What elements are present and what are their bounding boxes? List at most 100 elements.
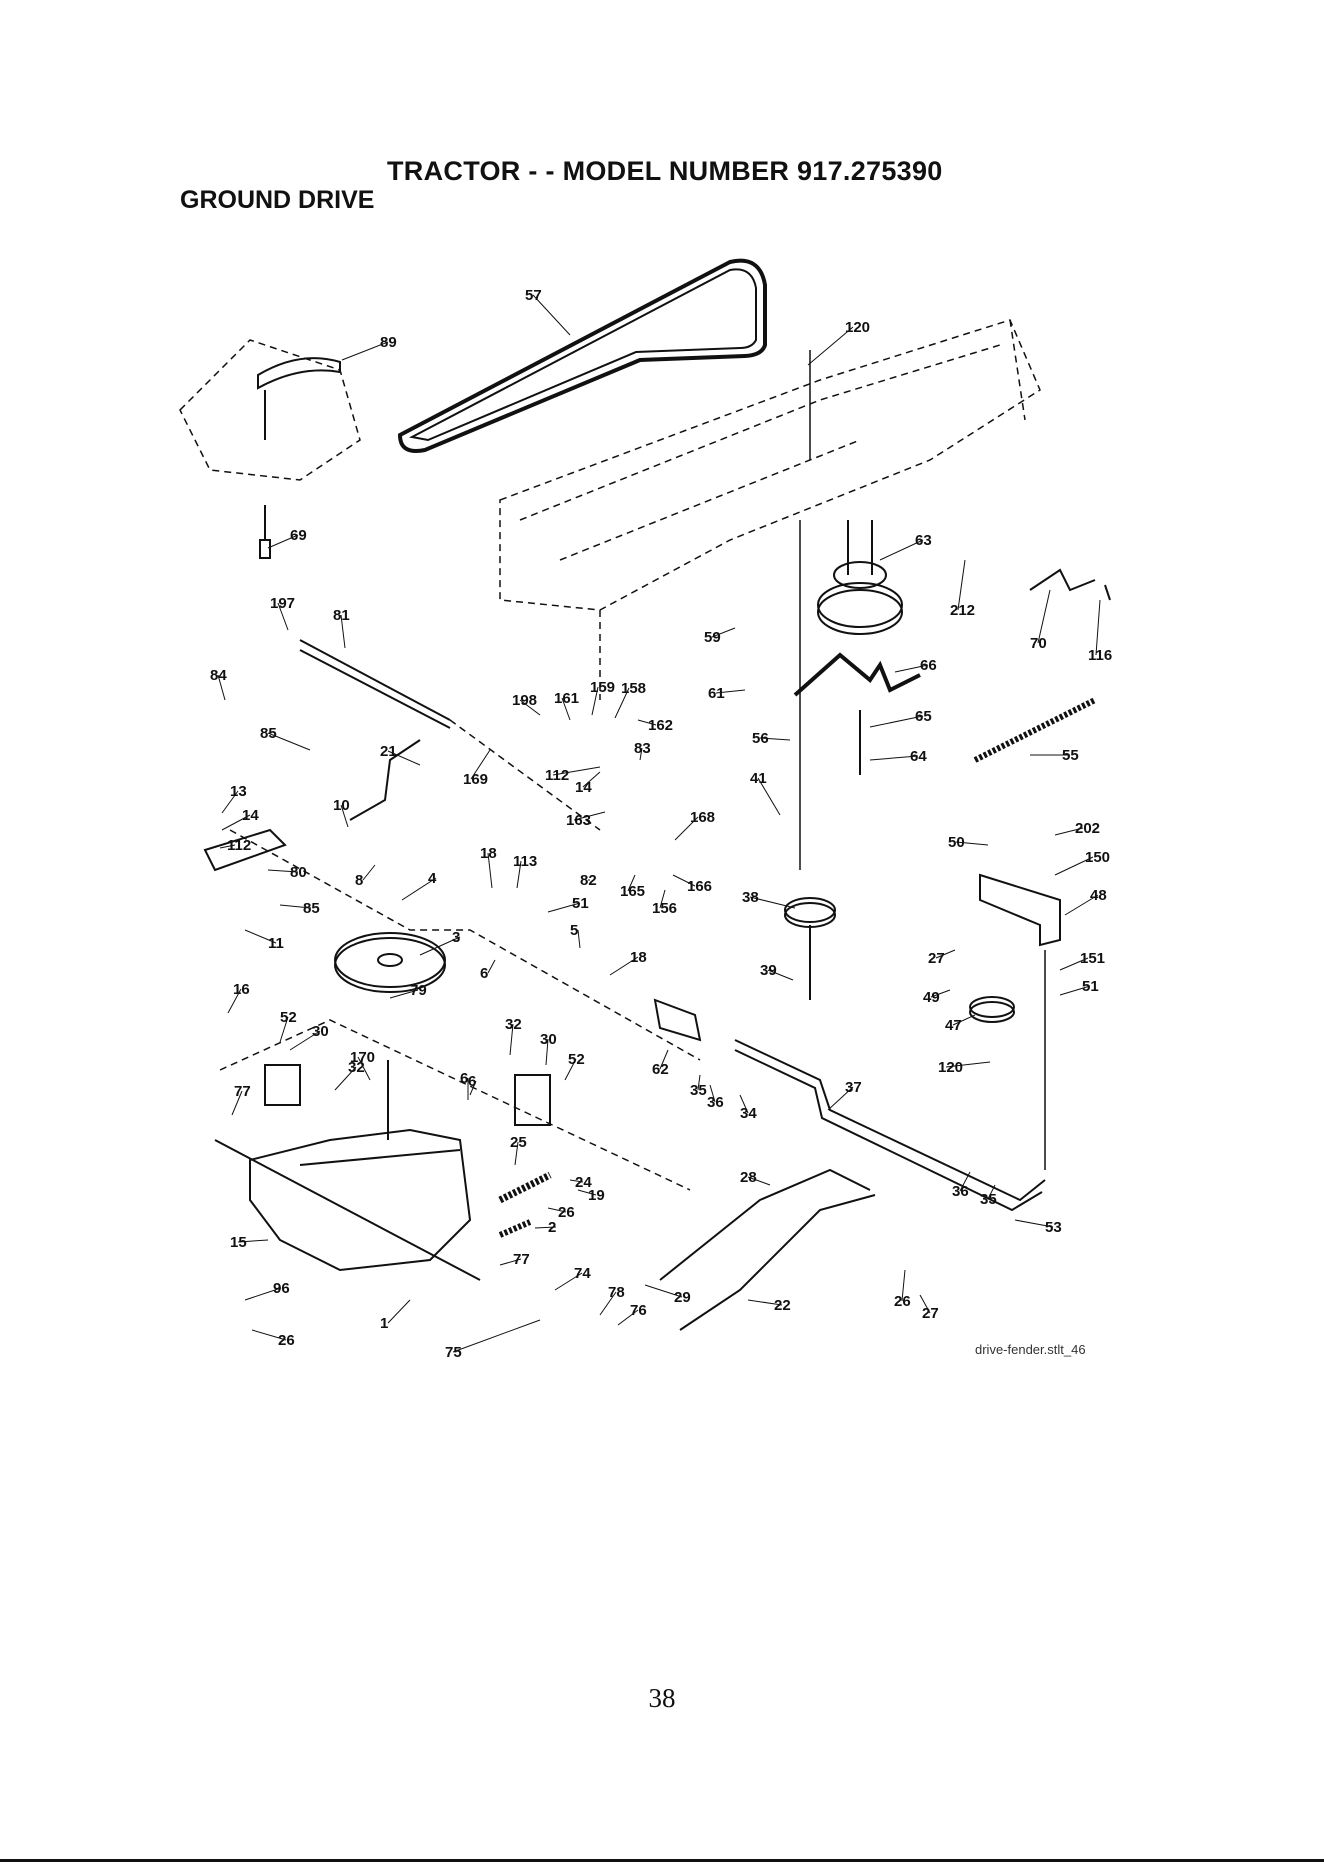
- callout-leader: [279, 904, 312, 909]
- callout-27: 27: [919, 1294, 939, 1322]
- callout-53: 53: [1014, 1219, 1062, 1236]
- callout-leader: [757, 777, 781, 816]
- callout-50: 50: [948, 834, 989, 851]
- callout-leader: [419, 936, 461, 956]
- callout-75: 75: [445, 1319, 541, 1361]
- part-34-rod: [734, 1039, 1046, 1212]
- part-number-label: 163: [566, 812, 591, 829]
- callout-158: 158: [614, 680, 646, 719]
- callout-66: 66: [894, 657, 937, 674]
- part-number-label: 19: [588, 1187, 605, 1204]
- callout-116: 116: [1088, 599, 1112, 664]
- callout-35: 35: [690, 1074, 707, 1099]
- callout-69: 69: [267, 527, 307, 549]
- callout-leader: [519, 699, 541, 716]
- callout-leader: [532, 294, 571, 336]
- callout-15: 15: [230, 1234, 269, 1251]
- part-number-label: 26: [894, 1293, 911, 1310]
- callout-leader: [945, 1061, 991, 1068]
- callout-6: 6: [480, 959, 496, 982]
- callout-112: 112: [219, 837, 251, 854]
- callout-leader: [221, 790, 239, 814]
- part-number-label: 85: [260, 725, 277, 742]
- part-number-label: 5: [570, 922, 578, 939]
- part-number-label: 18: [480, 845, 497, 862]
- part-number-label: 112: [545, 767, 569, 784]
- part-number-label: 120: [845, 319, 870, 336]
- callout-leader: [1095, 599, 1101, 656]
- callout-leader: [340, 804, 349, 828]
- part-number-label: 25: [510, 1134, 527, 1151]
- callout-leader: [499, 1258, 522, 1266]
- callout-198: 198: [512, 692, 541, 716]
- drawing-credit: drive-fender.stlt_46: [975, 1342, 1086, 1357]
- part-number-label: 83: [634, 740, 651, 757]
- part-number-label: 62: [652, 1061, 669, 1078]
- callout-35: 35: [980, 1184, 997, 1208]
- callout-leader: [644, 1284, 683, 1298]
- part-number-label: 77: [513, 1251, 530, 1268]
- callout-161: 161: [554, 690, 579, 721]
- part-number-label: 14: [242, 807, 259, 824]
- part-number-label: 165: [620, 883, 645, 900]
- part-number-label: 198: [512, 692, 537, 709]
- callout-165: 165: [620, 874, 645, 900]
- callout-25: 25: [510, 1134, 527, 1166]
- part-80-bracket: [203, 828, 287, 872]
- frame-outline: [179, 319, 1041, 1191]
- parts-drawing: [179, 258, 1111, 1331]
- part-number-label: 51: [572, 895, 589, 912]
- part-number-label: 52: [568, 1051, 585, 1068]
- callout-6: 6: [460, 1070, 469, 1100]
- callout-leader: [554, 1272, 583, 1291]
- callout-18: 18: [609, 949, 647, 976]
- callout-leader: [564, 1058, 577, 1081]
- callout-2: 2: [534, 1219, 556, 1236]
- part-number-label: 69: [290, 527, 307, 544]
- callout-leader: [711, 627, 736, 638]
- callout-leader: [389, 989, 419, 999]
- callout-leader: [237, 1239, 269, 1243]
- callout-leader: [217, 674, 226, 701]
- callout-82: 82: [580, 872, 597, 889]
- callout-leader: [401, 877, 437, 901]
- part-number-label: 39: [760, 962, 777, 979]
- part-number-label: 63: [915, 532, 932, 549]
- callout-leader: [573, 811, 606, 821]
- part-number-label: 156: [652, 900, 677, 917]
- part-number-label: 37: [845, 1079, 862, 1096]
- callout-30: 30: [289, 1023, 329, 1051]
- callout-leader: [1014, 1219, 1054, 1228]
- callout-leader: [807, 326, 854, 366]
- callout-48: 48: [1064, 887, 1107, 916]
- callout-leader: [469, 1080, 477, 1096]
- part-number-label: 16: [233, 981, 250, 998]
- callout-leader: [1059, 985, 1091, 996]
- part-number-label: 84: [210, 667, 227, 684]
- part-number-label: 169: [463, 771, 488, 788]
- part-number-label: 61: [708, 685, 725, 702]
- part-number-label: 3: [452, 929, 460, 946]
- callout-leader: [739, 1094, 749, 1114]
- center-cable: [799, 350, 1046, 1170]
- callout-leader: [627, 874, 636, 892]
- callout-leader: [334, 1066, 357, 1091]
- callout-159: 159: [590, 679, 615, 716]
- callout-leader: [952, 1014, 976, 1026]
- part-number-label: 10: [333, 797, 350, 814]
- part-number-label: 112: [227, 837, 251, 854]
- part-48-bracket: [979, 873, 1061, 947]
- part-number-label: 120: [938, 1059, 963, 1076]
- callout-77: 77: [231, 1083, 251, 1116]
- callout-34: 34: [739, 1094, 757, 1122]
- callout-85: 85: [279, 900, 320, 917]
- callout-leader: [747, 1299, 783, 1306]
- callout-81: 81: [333, 607, 350, 649]
- part-number-label: 78: [608, 1284, 625, 1301]
- callout-6: 6: [468, 1073, 477, 1096]
- bottom-rule: [0, 1859, 1324, 1862]
- callout-36: 36: [707, 1084, 724, 1111]
- part-63-pulley: [817, 520, 903, 635]
- callout-leader: [919, 1294, 931, 1314]
- callout-77: 77: [499, 1251, 530, 1268]
